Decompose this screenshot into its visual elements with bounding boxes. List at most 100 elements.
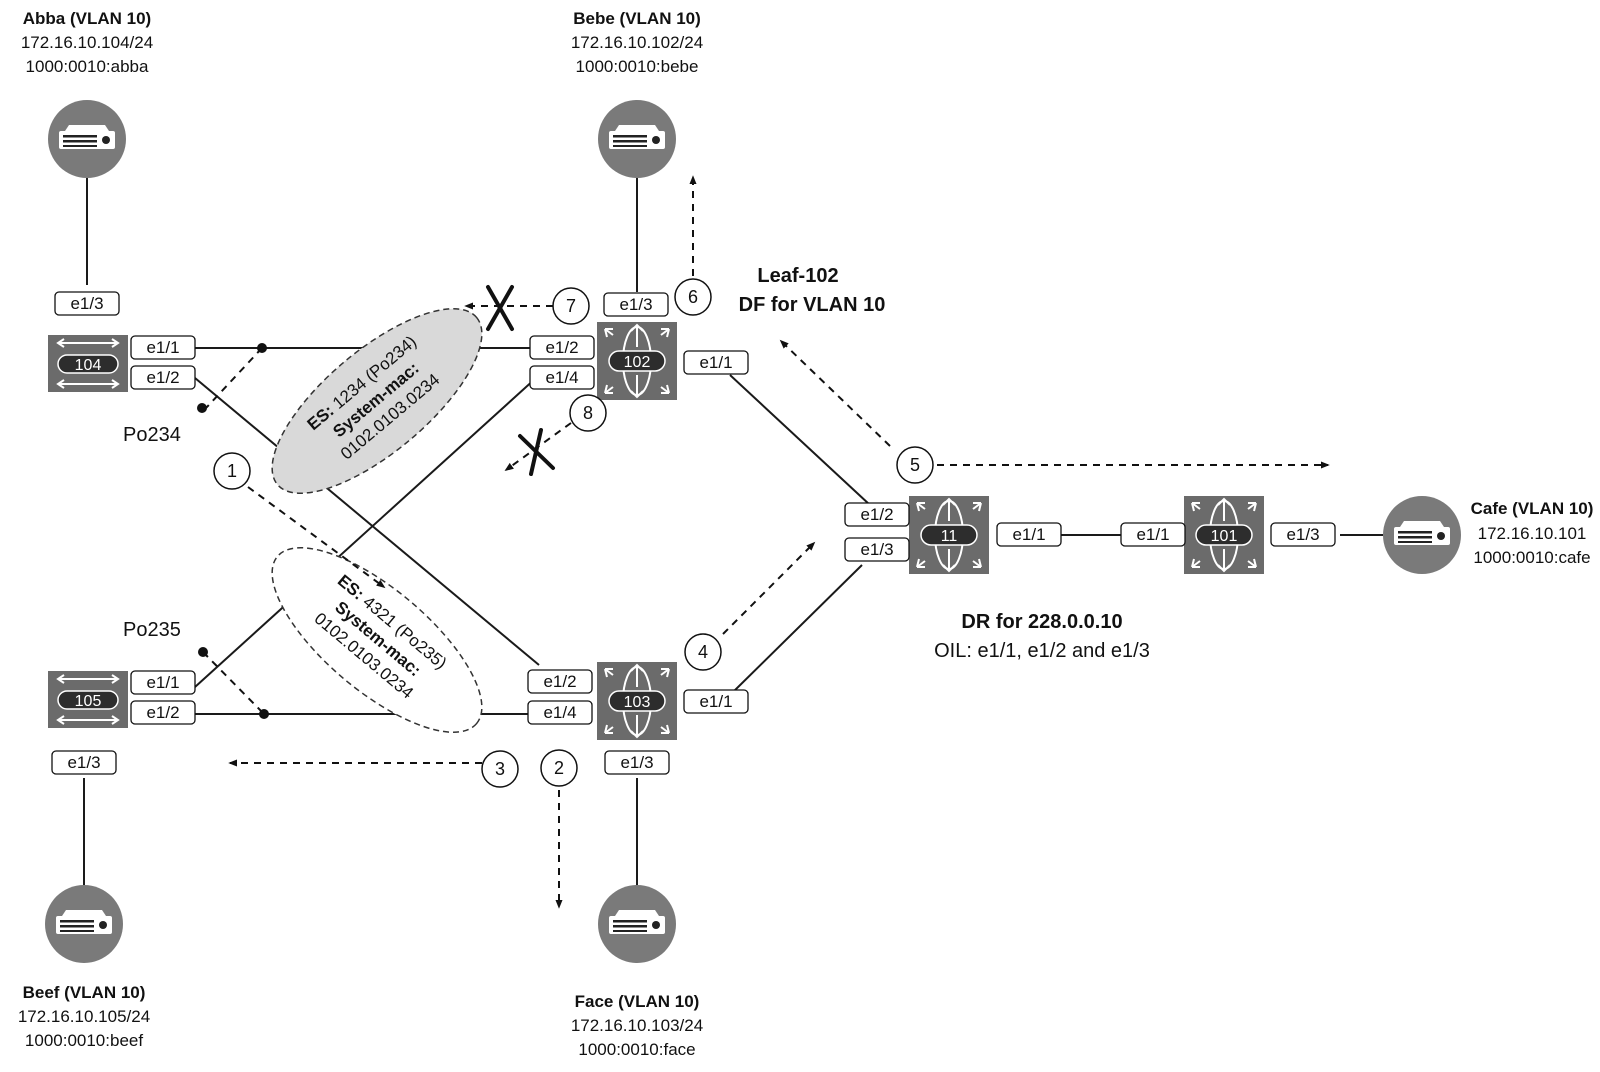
port-label: e1/3: [844, 537, 910, 562]
svg-text:6: 6: [688, 287, 698, 307]
switch-11: 11: [909, 496, 989, 574]
step-1: 1: [213, 452, 251, 490]
svg-text:1000:0010:abba: 1000:0010:abba: [26, 57, 149, 76]
link-104-103: [194, 377, 540, 666]
port-label: e1/1: [1120, 522, 1186, 547]
port-label: e1/3: [54, 291, 120, 316]
step-2: 2: [540, 749, 578, 787]
svg-text:Cafe (VLAN 10): Cafe (VLAN 10): [1471, 499, 1594, 518]
svg-text:11: 11: [941, 528, 958, 545]
blocked-marks: [486, 285, 555, 476]
svg-text:1000:0010:cafe: 1000:0010:cafe: [1473, 548, 1590, 567]
dr-title: DR for 228.0.0.10: [961, 611, 1122, 633]
svg-text:e1/2: e1/2: [543, 672, 576, 691]
svg-text:e1/2: e1/2: [860, 505, 893, 524]
blocked-x-7: [486, 285, 514, 331]
step-3: 3: [481, 750, 519, 788]
server-icon: [598, 885, 676, 963]
dr-oil: OIL: e1/1, e1/2 and e1/3: [934, 640, 1150, 662]
port-label: e1/4: [527, 700, 593, 725]
svg-text:172.16.10.102/24: 172.16.10.102/24: [571, 33, 703, 52]
svg-text:5: 5: [910, 455, 920, 475]
svg-text:e1/3: e1/3: [67, 753, 100, 772]
svg-text:172.16.10.101: 172.16.10.101: [1478, 524, 1587, 543]
leaf102-title: Leaf-102: [757, 265, 838, 287]
svg-text:e1/2: e1/2: [545, 338, 578, 357]
port-label: e1/3: [1270, 522, 1336, 547]
svg-text:104: 104: [75, 357, 102, 374]
port-label: e1/1: [130, 670, 196, 695]
host-beef: Beef (VLAN 10) 172.16.10.105/24 1000:001…: [18, 885, 150, 1050]
svg-text:1000:0010:bebe: 1000:0010:bebe: [576, 57, 699, 76]
switch-arrows-icon: [56, 674, 120, 725]
link-103-11: [729, 564, 863, 696]
po235-label: Po235: [123, 619, 181, 641]
switch-arrows-icon: [56, 338, 120, 389]
port-label: e1/2: [130, 700, 196, 725]
server-icon: [45, 885, 123, 963]
svg-text:e1/3: e1/3: [70, 294, 103, 313]
switch-103: 103: [597, 662, 677, 740]
host-cafe: Cafe (VLAN 10) 172.16.10.101 1000:0010:c…: [1383, 496, 1593, 574]
svg-text:e1/3: e1/3: [860, 540, 893, 559]
host-abba: Abba (VLAN 10) 172.16.10.104/24 1000:001…: [21, 9, 153, 178]
svg-text:e1/1: e1/1: [146, 338, 179, 357]
svg-text:Bebe (VLAN 10): Bebe (VLAN 10): [573, 9, 701, 28]
port-labels: e1/3 e1/1 e1/2 e1/2 e1/4 e1/3 e1/1 e1/2 …: [51, 291, 1336, 775]
step-5: 5: [896, 446, 934, 484]
svg-text:e1/2: e1/2: [146, 368, 179, 387]
server-icon: [598, 100, 676, 178]
flow-arrow-4: [722, 541, 816, 635]
blocked-x-8: [518, 428, 555, 476]
svg-text:105: 105: [75, 693, 102, 710]
svg-text:e1/1: e1/1: [699, 353, 732, 372]
port-label: e1/1: [996, 522, 1062, 547]
host-face: Face (VLAN 10) 172.16.10.103/24 1000:001…: [571, 885, 703, 1059]
svg-text:e1/4: e1/4: [545, 368, 578, 387]
step-markers: 1 2 3 4 5 6 7 8: [213, 278, 934, 788]
port-label: e1/2: [844, 502, 910, 527]
step-4: 4: [684, 633, 722, 671]
svg-text:102: 102: [624, 354, 651, 371]
switch-104: 104: [48, 335, 128, 392]
flow-arrow-1: [247, 486, 386, 589]
flow-arrows: [228, 175, 1330, 909]
port-label: e1/1: [683, 350, 749, 375]
svg-text:e1/3: e1/3: [620, 753, 653, 772]
svg-text:172.16.10.103/24: 172.16.10.103/24: [571, 1016, 703, 1035]
svg-text:e1/1: e1/1: [1136, 525, 1169, 544]
po-bundles: [197, 343, 269, 719]
svg-text:172.16.10.105/24: 172.16.10.105/24: [18, 1007, 150, 1026]
switch-101: 101: [1184, 496, 1264, 574]
svg-text:e1/3: e1/3: [1286, 525, 1319, 544]
svg-text:e1/1: e1/1: [699, 692, 732, 711]
po234-label: Po234: [123, 424, 181, 446]
svg-text:e1/2: e1/2: [146, 703, 179, 722]
link-105-102: [194, 377, 537, 688]
step-8: 8: [569, 394, 607, 432]
flow-arrow-5a: [779, 339, 891, 447]
port-label: e1/2: [130, 365, 196, 390]
leaf102-subtitle: DF for VLAN 10: [739, 294, 886, 316]
svg-text:Face (VLAN 10): Face (VLAN 10): [575, 992, 700, 1011]
port-label: e1/1: [683, 689, 749, 714]
switch-102: 102: [597, 322, 677, 400]
link-102-11: [729, 374, 871, 506]
svg-text:172.16.10.104/24: 172.16.10.104/24: [21, 33, 153, 52]
es-ellipse-2: ES: 4321 (Po235) System-mac: 0102.0103.0…: [271, 547, 483, 733]
svg-text:4: 4: [698, 642, 708, 662]
svg-text:1: 1: [227, 461, 237, 481]
svg-text:8: 8: [583, 403, 593, 423]
port-label: e1/3: [603, 292, 669, 317]
port-label: e1/2: [529, 335, 595, 360]
svg-text:e1/4: e1/4: [543, 703, 576, 722]
port-label: e1/3: [51, 750, 117, 775]
svg-text:Beef (VLAN 10): Beef (VLAN 10): [23, 983, 146, 1002]
svg-text:1000:0010:face: 1000:0010:face: [578, 1040, 695, 1059]
port-label: e1/2: [527, 669, 593, 694]
svg-text:e1/3: e1/3: [619, 295, 652, 314]
svg-text:1000:0010:beef: 1000:0010:beef: [25, 1031, 143, 1050]
server-icon: [48, 100, 126, 178]
es-ellipse-1: ES: 1234 (Po234) System-mac: 0102.0103.0…: [271, 308, 483, 494]
